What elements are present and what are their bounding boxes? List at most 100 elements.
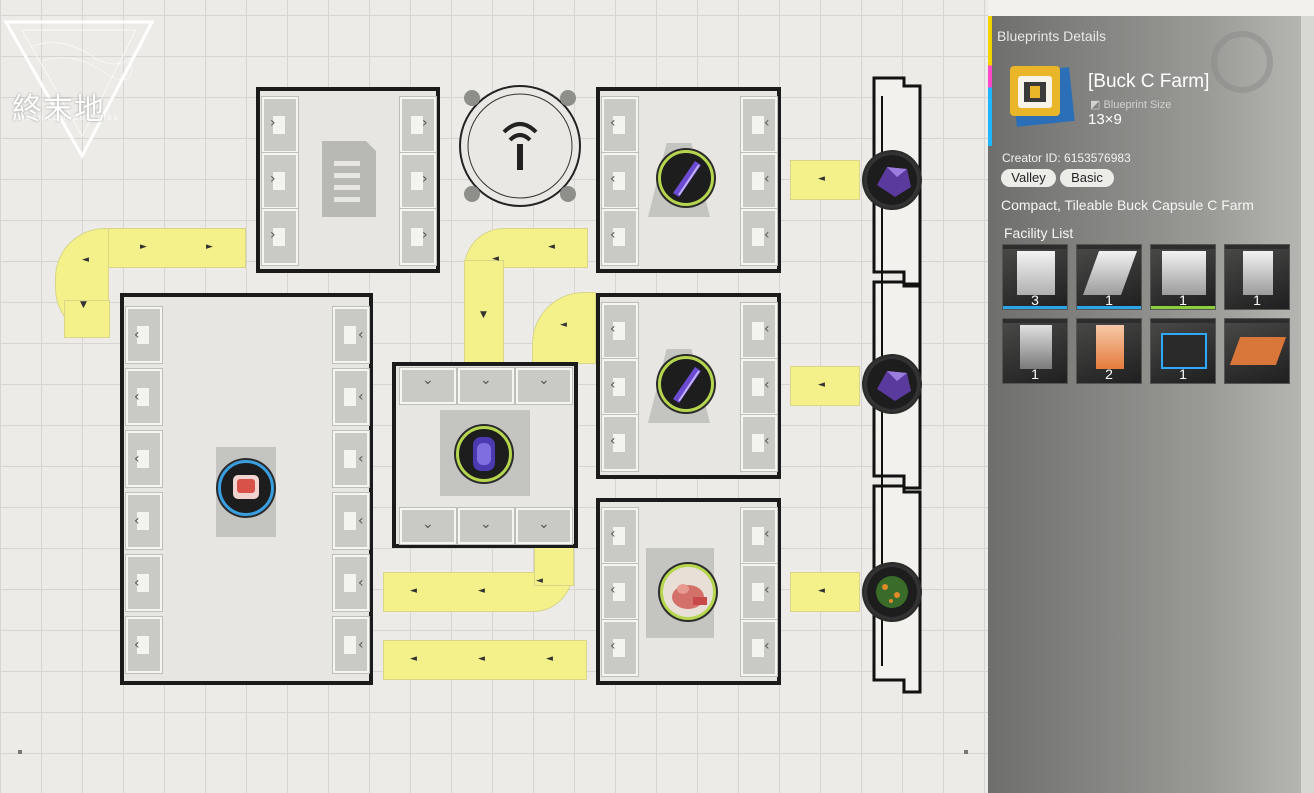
- belt: [64, 300, 110, 338]
- chevron-left-icon: ‹: [764, 115, 770, 131]
- port-slot: [516, 368, 572, 404]
- facility-card[interactable]: [1224, 318, 1290, 384]
- card-header-stripe: [1225, 319, 1289, 323]
- belt: [790, 572, 860, 612]
- port-slot: [333, 555, 369, 611]
- port-slot: [602, 564, 638, 620]
- chevron-left-icon: ‹: [358, 637, 364, 653]
- chevron-left-icon: ‹: [610, 582, 616, 598]
- amethyst-ore-icon[interactable]: [864, 356, 920, 412]
- blueprint-canvas[interactable]: 終末地 ENDFIELD INDUSTRIES ► ► ◄ ▼ ◄ ◄ ▼ ◄ …: [0, 0, 988, 793]
- port-slot: [741, 153, 777, 209]
- chevron-left-icon: ‹: [134, 575, 140, 591]
- port-slot: [602, 415, 638, 471]
- amethyst-powder-icon[interactable]: [456, 426, 512, 482]
- facility-accent-bar: [1151, 306, 1215, 309]
- tag-valley[interactable]: Valley: [1001, 169, 1056, 187]
- chevron-left-icon: ‹: [134, 637, 140, 653]
- tag-basic[interactable]: Basic: [1060, 169, 1114, 187]
- port-slot: [741, 415, 777, 471]
- ruler-icon: ◩: [1090, 99, 1101, 111]
- storage-unit[interactable]: › › › › › ›: [256, 87, 440, 273]
- belt: [790, 160, 860, 200]
- chevron-left-icon: ‹: [134, 513, 140, 529]
- corner-marker: [964, 750, 968, 754]
- chevron-left-icon: ‹: [134, 389, 140, 405]
- storage-box-icon: [322, 141, 376, 217]
- platform-icon: [1229, 337, 1287, 365]
- buck-capsule-icon[interactable]: [218, 460, 274, 516]
- facility-count: 1: [1253, 292, 1261, 308]
- belt-arrow-icon: ▼: [80, 300, 87, 310]
- packaging-unit[interactable]: ⌄ ⌄ ⌄ ⌄ ⌄ ⌄: [392, 362, 578, 548]
- belt-arrow-icon: ◄: [536, 576, 543, 586]
- facility-card[interactable]: 3: [1002, 244, 1068, 310]
- grinding-unit[interactable]: ‹ ‹ ‹ ‹ ‹ ‹: [596, 498, 781, 685]
- blueprint-icon: [1010, 66, 1075, 127]
- facility-card[interactable]: 1: [1002, 318, 1068, 384]
- chevron-left-icon: ‹: [610, 433, 616, 449]
- chevron-left-icon: ‹: [610, 321, 616, 337]
- storage-unit-icon: [1243, 251, 1273, 295]
- facility-count: 2: [1105, 366, 1113, 382]
- grinding-unit-icon: [1096, 325, 1124, 369]
- facility-accent-bar: [1003, 306, 1067, 309]
- shredding-unit-icon: [1082, 251, 1138, 295]
- chevron-left-icon: ‹: [358, 575, 364, 591]
- chevron-left-icon: ‹: [134, 327, 140, 343]
- belt-arrow-icon: ◄: [410, 586, 417, 596]
- facility-count: 1: [1179, 292, 1187, 308]
- facility-card[interactable]: 1: [1224, 244, 1290, 310]
- port-slot: [602, 620, 638, 676]
- amethyst-fiber-icon[interactable]: [658, 356, 714, 412]
- plant-icon: [876, 576, 908, 608]
- port-slot: [400, 508, 456, 544]
- belt-arrow-icon: ◄: [478, 654, 485, 664]
- panel-title: Blueprints Details: [997, 28, 1106, 44]
- buckflower-powder-icon: [672, 584, 707, 609]
- amethyst-ore-icon: [877, 167, 911, 197]
- belt-arrow-icon: ◄: [546, 654, 553, 664]
- card-header-stripe: [1077, 319, 1141, 323]
- facility-card[interactable]: 1: [1150, 318, 1216, 384]
- buckflower-powder-icon[interactable]: [660, 564, 716, 620]
- amethyst-ore-icon[interactable]: [864, 152, 920, 208]
- belt-arrow-icon: ▼: [480, 310, 487, 320]
- port-slot: [602, 153, 638, 209]
- belt-arrow-icon: ◄: [818, 174, 825, 184]
- port-slot: [400, 209, 436, 265]
- facility-card[interactable]: 1: [1076, 244, 1142, 310]
- amethyst-fiber-icon[interactable]: [658, 150, 714, 206]
- belt-arrow-icon: ◄: [818, 380, 825, 390]
- chevron-down-icon: ⌄: [538, 372, 550, 388]
- chevron-down-icon: ⌄: [480, 516, 492, 532]
- chevron-right-icon: ›: [270, 227, 276, 243]
- port-slot: [400, 153, 436, 209]
- facility-card[interactable]: 2: [1076, 318, 1142, 384]
- card-header-stripe: [1003, 245, 1067, 249]
- chevron-left-icon: ‹: [764, 377, 770, 393]
- port-slot: [602, 209, 638, 265]
- port-slot: [602, 303, 638, 359]
- facility-count: 1: [1179, 366, 1187, 382]
- port-slot: [458, 508, 514, 544]
- logo-text: 終末地: [12, 92, 105, 127]
- belt: [108, 228, 246, 268]
- chevron-left-icon: ‹: [358, 327, 364, 343]
- belt-arrow-icon: ◄: [82, 255, 89, 265]
- panel-edge: [1301, 16, 1314, 793]
- port-slot: [333, 431, 369, 487]
- port-slot: [516, 508, 572, 544]
- port-slot: [126, 369, 162, 425]
- facility-card[interactable]: 1: [1150, 244, 1216, 310]
- belt: [464, 260, 504, 364]
- chevron-left-icon: ‹: [764, 582, 770, 598]
- power-pylon[interactable]: [456, 82, 584, 210]
- port-slot: [333, 369, 369, 425]
- rarity-colorbar: [988, 16, 992, 146]
- plant-icon[interactable]: [864, 564, 920, 620]
- logo-subtext: ENDFIELD INDUSTRIES: [14, 116, 120, 122]
- port-slot: [400, 368, 456, 404]
- port-slot: [126, 493, 162, 549]
- chevron-left-icon: ‹: [764, 638, 770, 654]
